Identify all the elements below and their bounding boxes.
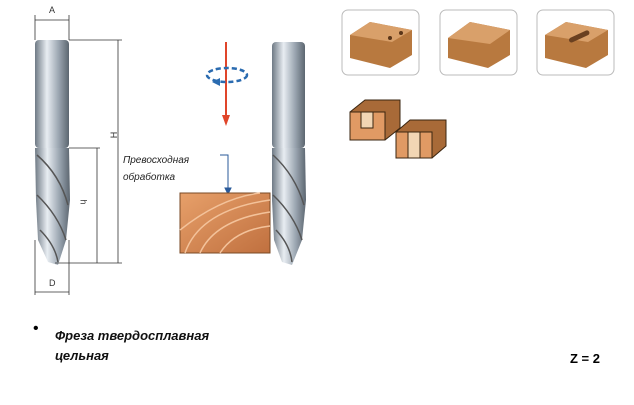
dimension-lines [34, 15, 122, 295]
product-title-line-1: Фреза твердосплавная [55, 328, 210, 343]
application-rebate-icon [439, 9, 518, 76]
dim-h-cut-label: h [78, 199, 89, 205]
groove-profiles-icon [349, 99, 447, 159]
annotation-line-1: Превосходная [123, 155, 190, 166]
application-slot-icon [536, 9, 615, 76]
annotation-line-2: обработка [123, 172, 176, 183]
dim-h-total-label: H [108, 131, 119, 139]
teeth-count: Z = 2 [570, 351, 600, 366]
cutter-dimensioned [35, 40, 70, 265]
product-title-line-2: цельная [55, 348, 109, 363]
wood-workpiece [179, 192, 271, 254]
application-hole-drilling-icon [341, 9, 420, 76]
cutter-working [272, 42, 306, 265]
product-title: Фреза твердосплавная цельная [55, 326, 209, 366]
bullet-icon: • [33, 320, 39, 337]
finish-annotation: Превосходная обработка [123, 152, 189, 186]
rotation-arrow-icon [205, 66, 249, 86]
dim-d-label: D [49, 278, 56, 288]
annotation-arrow [220, 154, 232, 196]
feed-arrow-icon [222, 42, 230, 126]
dim-a-label: A [49, 5, 56, 15]
